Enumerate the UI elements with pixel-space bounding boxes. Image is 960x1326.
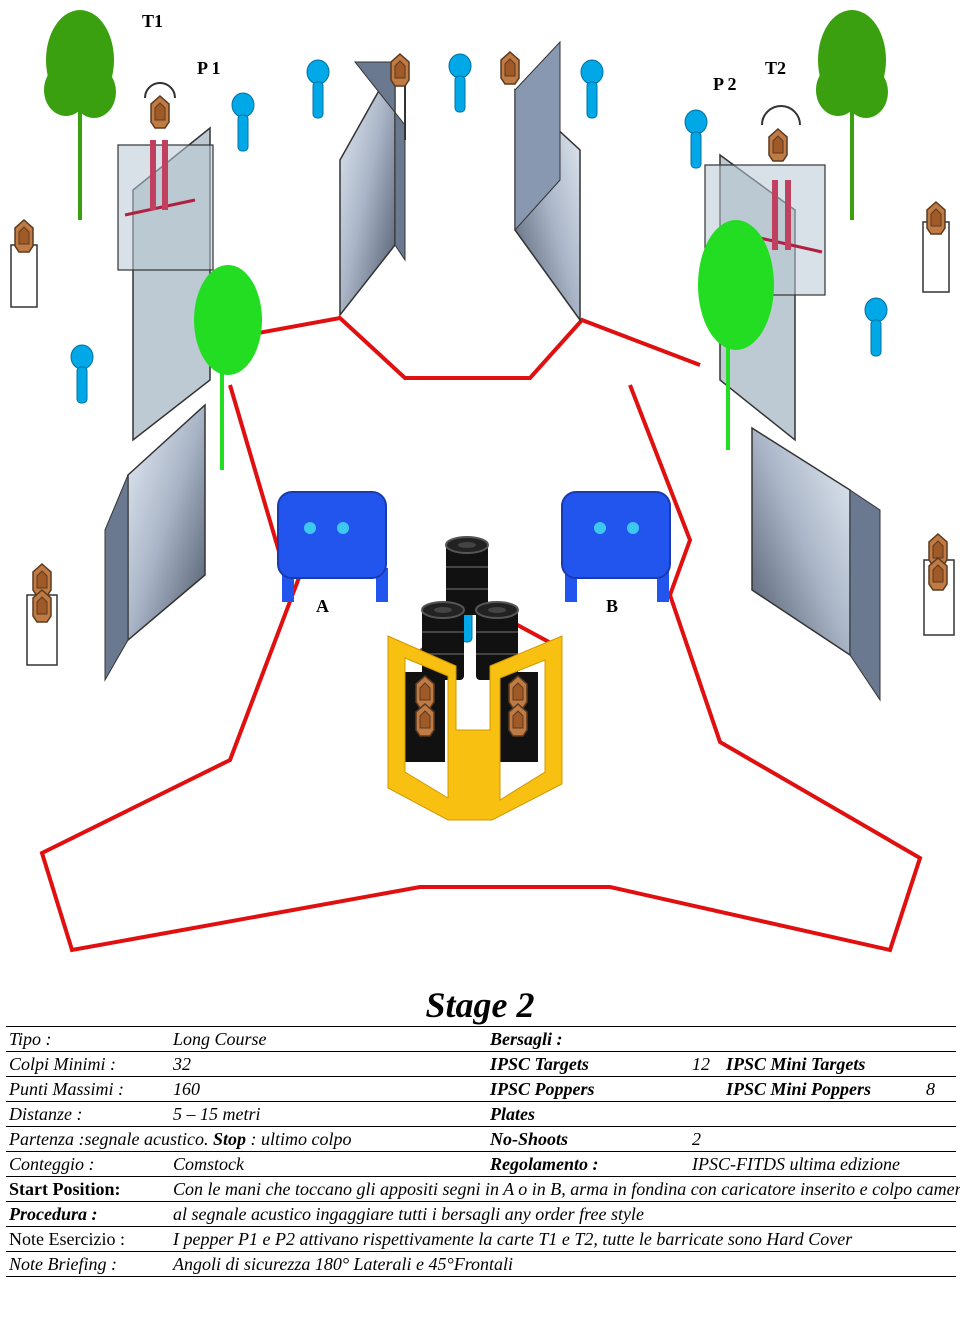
popper-left [70,344,94,404]
colpi-label: Colpi Minimi : [9,1054,116,1074]
row-partenza: Partenza :segnale acustico. Stop : ultim… [6,1126,956,1151]
partenza-label-text: Partenza : [9,1129,85,1149]
partenza-value: segnale acustico. [84,1129,209,1149]
row-procedura: Procedura : al segnale acustico ingaggia… [6,1201,956,1226]
popper-2 [448,53,472,113]
regolamento-label: Regolamento : [490,1154,599,1174]
popper-3 [580,59,604,119]
tree-top-left [42,8,118,222]
shooting-port [387,635,563,821]
popper-p2 [684,109,708,169]
ipsc-poppers-label: IPSC Poppers [490,1079,595,1099]
ipsc-targets-label: IPSC Targets [490,1054,589,1074]
stop-label: Stop [212,1129,246,1149]
conteggio-label: Conteggio : [9,1154,95,1174]
barrel-stack [405,536,538,762]
partenza-label: Partenza :segnale acustico. Stop : ultim… [9,1127,352,1152]
start-value: Con le mani che toccano gli appositi seg… [173,1179,960,1199]
swinger-t1 [117,82,214,271]
tree-mid-left [194,265,262,470]
target-top-center-1 [390,53,410,140]
target-top-center-2 [500,51,520,85]
procedura-value: al segnale acustico ingaggiare tutti i b… [173,1204,644,1224]
wall-top-left-side [353,61,406,262]
distanze-value: 5 – 15 metri [173,1104,261,1124]
ipsc-mini-targets-label: IPSC Mini Targets [726,1054,866,1074]
stage-title: Stage 2 [425,985,535,1025]
wall-right-lower [751,426,851,657]
note-briefing-label: Note Briefing : [9,1254,117,1274]
punti-label: Punti Massimi : [9,1079,124,1099]
note-esercizio-value: I pepper P1 e P2 attivano rispettivament… [173,1229,853,1249]
cover-a [277,491,388,602]
row-conteggio: Conteggio : Comstock Regolamento : IPSC-… [6,1151,956,1176]
conteggio-value: Comstock [173,1154,244,1174]
target-left-2 [26,563,58,666]
bersagli-label: Bersagli : [490,1029,563,1049]
ipsc-targets-value: 12 [692,1054,710,1074]
row-punti: Punti Massimi : 160 IPSC Poppers IPSC Mi… [6,1076,956,1101]
note-briefing-value: Angoli di sicurezza 180° Laterali e 45°F… [173,1254,514,1274]
row-note-esercizio: Note Esercizio : I pepper P1 e P2 attiva… [6,1226,956,1251]
tree-mid-right [698,220,774,450]
tipo-value: Long Course [173,1029,267,1049]
label-p1: P 1 [197,58,221,78]
label-p2: P 2 [713,74,737,94]
stage-diagram: T1 P 1 P 2 T2 A B [10,8,955,953]
target-right-2 [923,533,955,636]
label-b: B [606,596,618,616]
wall-right-lower-side [849,489,881,702]
target-left-1 [10,219,38,308]
wall-top-right-side [514,40,561,232]
info-table: Tipo : Long Course Bersagli : Colpi Mini… [6,1026,960,1277]
label-t1: T1 [142,11,163,31]
row-tipo: Tipo : Long Course Bersagli : [6,1026,956,1051]
cover-b [561,491,671,602]
plates-label: Plates [490,1104,535,1124]
regolamento-value: IPSC-FITDS ultima edizione [692,1154,900,1174]
noshoots-value: 2 [692,1129,701,1149]
wall-left-lower [127,403,206,642]
ipsc-mini-poppers-value: 8 [926,1079,935,1099]
row-colpi: Colpi Minimi : 32 IPSC Targets 12 IPSC M… [6,1051,956,1076]
ipsc-mini-poppers-label: IPSC Mini Poppers [726,1079,872,1099]
wall-left-lower-side [104,474,129,682]
popper-right [864,297,888,357]
punti-value: 160 [173,1079,200,1099]
tree-top-right [814,8,890,222]
row-start: Start Position: Con le mani che toccano … [6,1176,960,1201]
popper-1 [306,59,330,119]
fault-line-top [219,315,701,380]
target-right-1 [922,201,950,293]
distanze-label: Distanze : [9,1104,83,1124]
row-note-briefing: Note Briefing : Angoli di sicurezza 180°… [6,1251,956,1277]
procedura-label: Procedura : [9,1204,98,1224]
tipo-label: Tipo : [9,1029,52,1049]
fault-line-left [39,384,923,953]
stop-value: : ultimo colpo [250,1129,352,1149]
label-a: A [316,596,329,616]
noshoots-label: No-Shoots [490,1129,569,1149]
row-distanze: Distanze : 5 – 15 metri Plates [6,1101,956,1126]
popper-p1 [231,92,255,152]
note-esercizio-label: Note Esercizio : [9,1229,125,1249]
colpi-value: 32 [173,1054,191,1074]
label-t2: T2 [765,58,786,78]
start-label: Start Position: [9,1179,121,1199]
